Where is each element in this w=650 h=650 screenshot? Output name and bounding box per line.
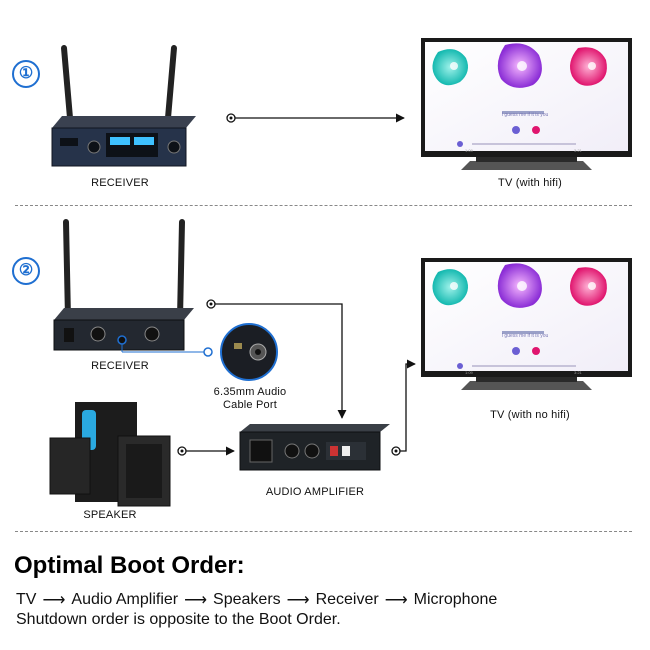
tv-2-time-right: 3:21 [574,370,582,375]
audio-port-label-line1: 6.35mm Audio [213,386,287,398]
tv-1-time-left: 1:09 [465,148,473,153]
boot-step-speakers: Speakers [213,591,281,608]
tv-2-song-text: I guess me if it is you [501,333,549,339]
tv-1-song-text: I guess me if it is you [501,112,549,118]
boot-arrow-4: ⟶ [384,592,408,609]
audio-port-label-line2: Cable Port [223,399,277,411]
connector-amplifier-tv-2 [391,359,416,456]
tv-2-time-left: 1:09 [465,370,473,375]
speaker-label: SPEAKER [83,509,137,521]
receiver-rear-2 [53,219,194,351]
step-1-badge: ① [12,60,40,88]
boot-step-receiver: Receiver [315,591,379,608]
separator-top [15,205,632,206]
boot-arrow-1: ⟶ [42,592,66,609]
boot-step-amplifier: Audio Amplifier [71,591,179,608]
boot-sequence: TV ⟶ Audio Amplifier ⟶ Speakers ⟶ Receiv… [16,590,497,610]
tv-1-label: TV (with hifi) [498,177,562,189]
boot-arrow-3: ⟶ [286,592,310,609]
step-2-badge: ② [12,257,40,285]
audio-port-callout [121,323,278,381]
amplifier-label: AUDIO AMPLIFIER [265,486,365,498]
tv-2 [421,258,632,390]
connector-speaker-amplifier [177,446,235,456]
speaker-system [49,402,171,507]
receiver-front-1 [51,45,196,167]
separator-bottom [15,531,632,532]
receiver-2-label: RECEIVER [91,360,149,372]
boot-step-microphone: Microphone [413,591,498,608]
receiver-1-label: RECEIVER [91,177,149,189]
audio-amplifier-device [239,424,390,471]
tv-1 [421,38,632,170]
connector-receiver-amplifier [206,299,347,419]
boot-step-tv: TV [16,591,37,608]
tv-1-time-right: 3:21 [574,148,582,153]
boot-arrow-2: ⟶ [184,592,208,609]
boot-order-title: Optimal Boot Order: [14,552,245,579]
shutdown-note: Shutdown order is opposite to the Boot O… [16,611,341,628]
tv-2-label: TV (with no hifi) [490,409,570,421]
